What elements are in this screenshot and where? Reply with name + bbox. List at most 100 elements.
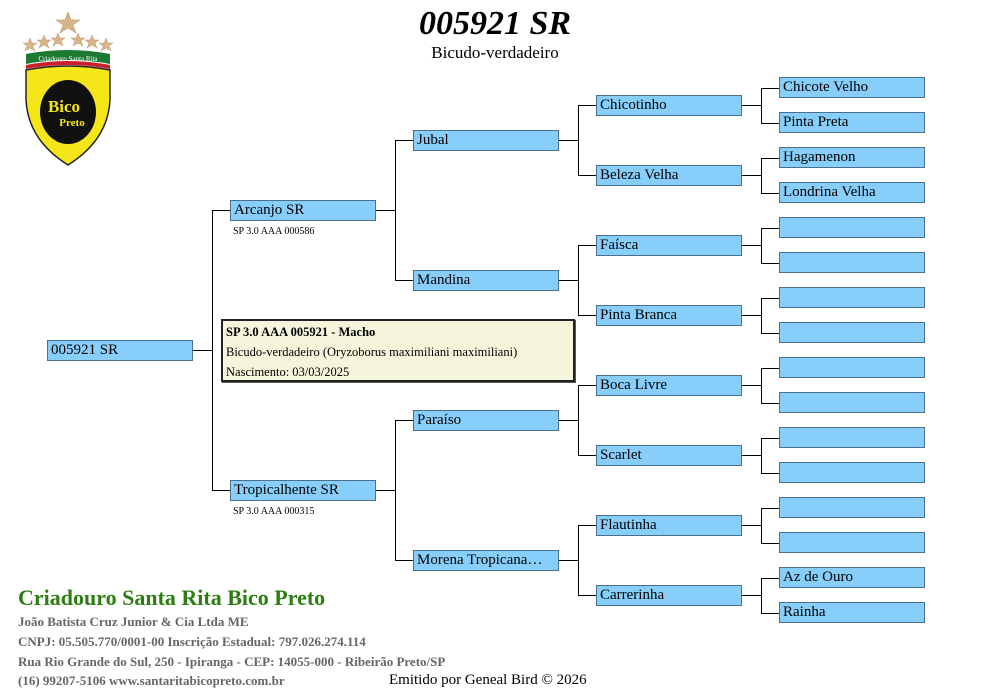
great-great-grandparent-box[interactable]: [779, 217, 925, 238]
dam-registration: SP 3.0 AAA 000315: [233, 506, 315, 517]
great-great-grandparent-box[interactable]: [779, 462, 925, 483]
great-great-grandparent-box[interactable]: [779, 392, 925, 413]
connector-line: [761, 263, 779, 264]
connector-line: [193, 350, 212, 351]
connector-line: [212, 210, 213, 491]
great-grandparent-box[interactable]: Flautinha: [596, 515, 742, 536]
connector-line: [559, 560, 578, 561]
connector-line: [559, 280, 578, 281]
connector-line: [761, 473, 779, 474]
subject-box[interactable]: 005921 SR: [47, 340, 193, 361]
svg-text:Preto: Preto: [59, 117, 85, 129]
connector-line: [212, 210, 230, 211]
great-great-grandparent-box[interactable]: Pinta Preta: [779, 112, 925, 133]
great-grandparent-box[interactable]: Scarlet: [596, 445, 742, 466]
subject-birthdate: Nascimento: 03/03/2025: [226, 365, 350, 379]
dam-box[interactable]: Tropicalhente SR: [230, 480, 376, 501]
logo-emblem-icon: Criadouro Santa Rita Bico Preto: [22, 11, 114, 166]
connector-line: [742, 175, 761, 176]
connector-line: [742, 385, 761, 386]
connector-line: [395, 420, 396, 561]
connector-line: [761, 193, 779, 194]
connector-line: [761, 158, 762, 194]
svg-text:Criadouro Santa Rita: Criadouro Santa Rita: [38, 55, 98, 63]
connector-line: [761, 298, 762, 334]
connector-line: [761, 333, 779, 334]
grandparent-box[interactable]: Mandina: [413, 270, 559, 291]
emitted-by: Emitido por Geneal Bird © 2026: [389, 672, 587, 688]
connector-line: [578, 245, 579, 316]
connector-line: [761, 613, 779, 614]
sire-registration: SP 3.0 AAA 000586: [233, 226, 315, 237]
svg-text:Bico: Bico: [48, 97, 80, 116]
grandparent-box[interactable]: Morena Tropicana…: [413, 550, 559, 571]
connector-line: [742, 525, 761, 526]
connector-line: [761, 403, 779, 404]
page-title: 005921 SR: [418, 5, 572, 42]
grandparent-box[interactable]: Paraíso: [413, 410, 559, 431]
connector-line: [742, 105, 761, 106]
great-grandparent-box[interactable]: Boca Livre: [596, 375, 742, 396]
great-grandparent-box[interactable]: Pinta Branca: [596, 305, 742, 326]
great-grandparent-box[interactable]: Chicotinho: [596, 95, 742, 116]
connector-line: [761, 508, 779, 509]
subject-registration: SP 3.0 AAA 005921 - Macho: [226, 325, 376, 339]
breeder-contact: (16) 99207-5106 www.santaritabicopreto.c…: [18, 673, 285, 688]
connector-line: [761, 578, 762, 614]
great-great-grandparent-box[interactable]: [779, 322, 925, 343]
connector-line: [395, 140, 413, 141]
connector-line: [761, 158, 779, 159]
breeder-ids: CNPJ: 05.505.770/0001-00 Inscrição Estad…: [18, 634, 366, 649]
great-great-grandparent-box[interactable]: [779, 357, 925, 378]
connector-line: [761, 228, 762, 264]
connector-line: [395, 560, 413, 561]
breeder-address: Rua Rio Grande do Sul, 250 - Ipiranga - …: [18, 654, 446, 669]
connector-line: [395, 140, 396, 281]
great-great-grandparent-box[interactable]: [779, 427, 925, 448]
connector-line: [761, 88, 762, 124]
sire-box[interactable]: Arcanjo SR: [230, 200, 376, 221]
great-great-grandparent-box[interactable]: Az de Ouro: [779, 567, 925, 588]
connector-line: [578, 385, 596, 386]
connector-line: [212, 490, 230, 491]
connector-line: [742, 315, 761, 316]
breeder-company: João Batista Cruz Junior & Cia Ltda ME: [18, 614, 249, 629]
great-grandparent-box[interactable]: Carrerinha: [596, 585, 742, 606]
connector-line: [761, 368, 779, 369]
great-grandparent-box[interactable]: Beleza Velha: [596, 165, 742, 186]
connector-line: [578, 455, 596, 456]
great-great-grandparent-box[interactable]: [779, 532, 925, 553]
subject-info-panel: SP 3.0 AAA 005921 - Macho Bicudo-verdade…: [221, 319, 575, 382]
great-grandparent-box[interactable]: Faísca: [596, 235, 742, 256]
connector-line: [578, 595, 596, 596]
great-great-grandparent-box[interactable]: Hagamenon: [779, 147, 925, 168]
connector-line: [578, 105, 579, 176]
great-great-grandparent-box[interactable]: Chicote Velho: [779, 77, 925, 98]
connector-line: [376, 490, 395, 491]
connector-line: [578, 175, 596, 176]
connector-line: [578, 245, 596, 246]
connector-line: [761, 438, 762, 474]
great-great-grandparent-box[interactable]: [779, 497, 925, 518]
subject-species: Bicudo-verdadeiro (Oryzoborus maximilian…: [226, 345, 518, 359]
breeder-logo: Criadouro Santa Rita Bico Preto: [20, 10, 120, 170]
connector-line: [761, 578, 779, 579]
connector-line: [559, 140, 578, 141]
great-great-grandparent-box[interactable]: Londrina Velha: [779, 182, 925, 203]
connector-line: [395, 420, 413, 421]
connector-line: [578, 105, 596, 106]
connector-line: [376, 210, 395, 211]
great-great-grandparent-box[interactable]: [779, 287, 925, 308]
great-great-grandparent-box[interactable]: [779, 252, 925, 273]
connector-line: [742, 455, 761, 456]
connector-line: [578, 385, 579, 456]
connector-line: [761, 368, 762, 404]
great-great-grandparent-box[interactable]: Rainha: [779, 602, 925, 623]
connector-line: [761, 508, 762, 544]
connector-line: [761, 88, 779, 89]
connector-line: [742, 245, 761, 246]
breeder-name: Criadouro Santa Rita Bico Preto: [18, 585, 326, 610]
grandparent-box[interactable]: Jubal: [413, 130, 559, 151]
connector-line: [578, 525, 579, 596]
connector-line: [761, 228, 779, 229]
